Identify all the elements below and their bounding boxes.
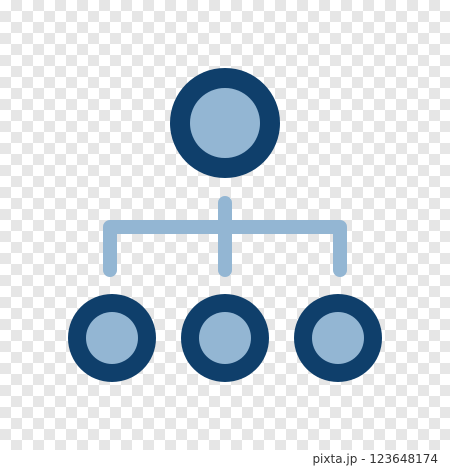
org-chart-icon (68, 68, 382, 382)
child-node-middle-fill (199, 312, 251, 364)
top-node (170, 68, 280, 178)
image-credit: pixta.jp - 123648174 (312, 452, 438, 466)
top-node-fill (190, 88, 260, 158)
child-node-right (294, 294, 382, 382)
child-node-middle (181, 294, 269, 382)
connector-lines (103, 196, 347, 277)
child-node-left-fill (86, 312, 138, 364)
connector-horizontal (103, 220, 347, 277)
child-node-left (68, 294, 156, 382)
footer-bar (0, 450, 450, 469)
child-node-right-fill (312, 312, 364, 364)
